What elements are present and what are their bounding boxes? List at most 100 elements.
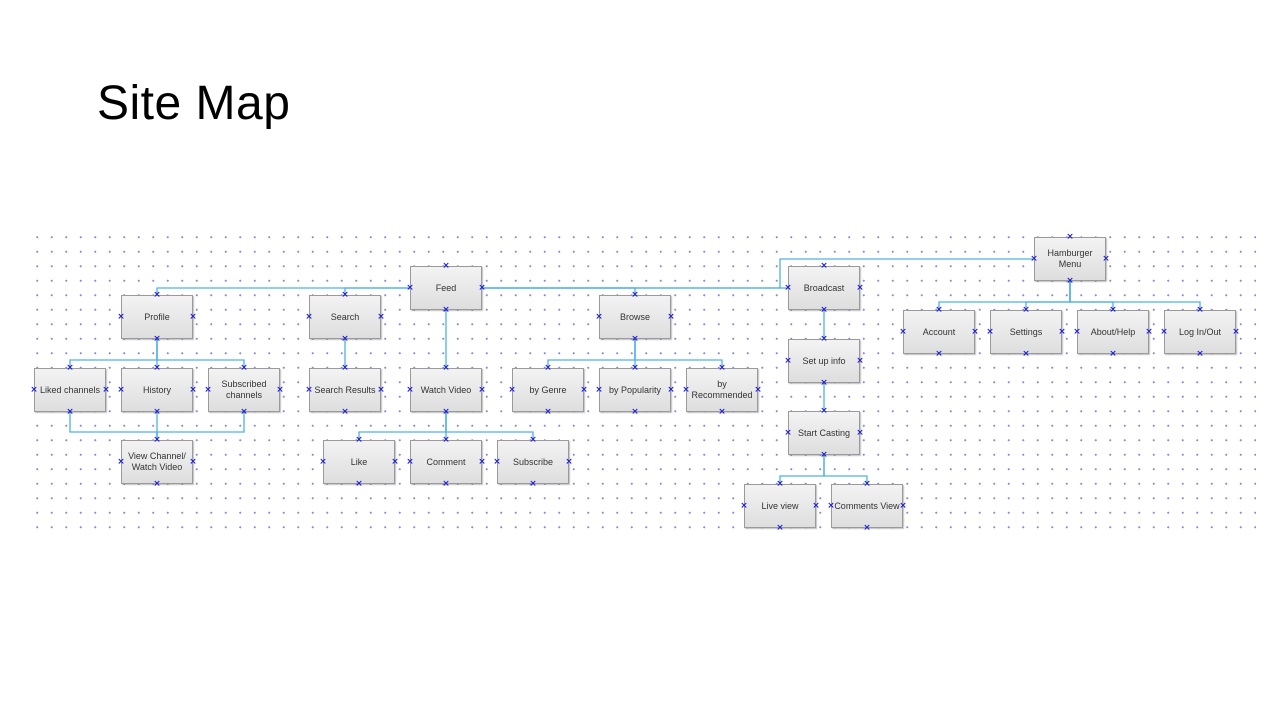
handle-left-icon[interactable]: ×	[493, 457, 501, 467]
node-feed[interactable]: Feed	[410, 266, 482, 310]
node-popularity[interactable]: by Popularity	[599, 368, 671, 412]
handle-right-icon[interactable]: ×	[1145, 327, 1153, 337]
handle-top-icon[interactable]: ×	[820, 406, 828, 416]
handle-left-icon[interactable]: ×	[1030, 254, 1038, 264]
handle-left-icon[interactable]: ×	[406, 283, 414, 293]
handle-bottom-icon[interactable]: ×	[1109, 349, 1117, 359]
handle-top-icon[interactable]: ×	[820, 334, 828, 344]
node-search[interactable]: Search	[309, 295, 381, 339]
handle-top-icon[interactable]: ×	[442, 363, 450, 373]
handle-top-icon[interactable]: ×	[1196, 305, 1204, 315]
handle-top-icon[interactable]: ×	[529, 435, 537, 445]
handle-right-icon[interactable]: ×	[189, 312, 197, 322]
handle-left-icon[interactable]: ×	[740, 501, 748, 511]
handle-right-icon[interactable]: ×	[478, 457, 486, 467]
handle-top-icon[interactable]: ×	[240, 363, 248, 373]
handle-right-icon[interactable]: ×	[856, 428, 864, 438]
handle-top-icon[interactable]: ×	[341, 290, 349, 300]
handle-bottom-icon[interactable]: ×	[820, 305, 828, 315]
handle-right-icon[interactable]: ×	[102, 385, 110, 395]
handle-left-icon[interactable]: ×	[117, 457, 125, 467]
node-searchresults[interactable]: Search Results	[309, 368, 381, 412]
handle-right-icon[interactable]: ×	[391, 457, 399, 467]
node-about[interactable]: About/Help	[1077, 310, 1149, 354]
handle-right-icon[interactable]: ×	[377, 312, 385, 322]
handle-bottom-icon[interactable]: ×	[442, 479, 450, 489]
handle-left-icon[interactable]: ×	[117, 385, 125, 395]
handle-right-icon[interactable]: ×	[189, 457, 197, 467]
handle-left-icon[interactable]: ×	[508, 385, 516, 395]
handle-top-icon[interactable]: ×	[442, 435, 450, 445]
handle-bottom-icon[interactable]: ×	[776, 523, 784, 533]
handle-right-icon[interactable]: ×	[971, 327, 979, 337]
handle-bottom-icon[interactable]: ×	[935, 349, 943, 359]
handle-top-icon[interactable]: ×	[1109, 305, 1117, 315]
handle-top-icon[interactable]: ×	[935, 305, 943, 315]
node-casting[interactable]: Start Casting	[788, 411, 860, 455]
handle-left-icon[interactable]: ×	[595, 385, 603, 395]
handle-bottom-icon[interactable]: ×	[442, 407, 450, 417]
handle-right-icon[interactable]: ×	[812, 501, 820, 511]
node-settings[interactable]: Settings	[990, 310, 1062, 354]
node-account[interactable]: Account	[903, 310, 975, 354]
handle-right-icon[interactable]: ×	[856, 283, 864, 293]
handle-top-icon[interactable]: ×	[776, 479, 784, 489]
handle-right-icon[interactable]: ×	[478, 283, 486, 293]
handle-right-icon[interactable]: ×	[899, 501, 907, 511]
handle-right-icon[interactable]: ×	[856, 356, 864, 366]
handle-top-icon[interactable]: ×	[66, 363, 74, 373]
handle-right-icon[interactable]: ×	[667, 312, 675, 322]
handle-left-icon[interactable]: ×	[682, 385, 690, 395]
handle-top-icon[interactable]: ×	[820, 261, 828, 271]
handle-bottom-icon[interactable]: ×	[1196, 349, 1204, 359]
handle-top-icon[interactable]: ×	[355, 435, 363, 445]
node-liveview[interactable]: Live view	[744, 484, 816, 528]
handle-right-icon[interactable]: ×	[580, 385, 588, 395]
handle-bottom-icon[interactable]: ×	[820, 378, 828, 388]
node-browse[interactable]: Browse	[599, 295, 671, 339]
handle-bottom-icon[interactable]: ×	[442, 305, 450, 315]
handle-left-icon[interactable]: ×	[204, 385, 212, 395]
handle-bottom-icon[interactable]: ×	[820, 450, 828, 460]
handle-left-icon[interactable]: ×	[784, 428, 792, 438]
handle-right-icon[interactable]: ×	[667, 385, 675, 395]
handle-top-icon[interactable]: ×	[544, 363, 552, 373]
handle-left-icon[interactable]: ×	[406, 385, 414, 395]
node-commentsview[interactable]: Comments View	[831, 484, 903, 528]
handle-left-icon[interactable]: ×	[827, 501, 835, 511]
handle-left-icon[interactable]: ×	[305, 385, 313, 395]
node-profile[interactable]: Profile	[121, 295, 193, 339]
handle-left-icon[interactable]: ×	[784, 356, 792, 366]
handle-left-icon[interactable]: ×	[30, 385, 38, 395]
handle-bottom-icon[interactable]: ×	[718, 407, 726, 417]
handle-bottom-icon[interactable]: ×	[1066, 276, 1074, 286]
node-genre[interactable]: by Genre	[512, 368, 584, 412]
handle-bottom-icon[interactable]: ×	[341, 407, 349, 417]
handle-top-icon[interactable]: ×	[631, 363, 639, 373]
node-hamburger[interactable]: Hamburger Menu	[1034, 237, 1106, 281]
handle-right-icon[interactable]: ×	[276, 385, 284, 395]
node-watchvideo[interactable]: Watch Video	[410, 368, 482, 412]
node-liked[interactable]: Liked channels	[34, 368, 106, 412]
handle-left-icon[interactable]: ×	[1160, 327, 1168, 337]
handle-right-icon[interactable]: ×	[189, 385, 197, 395]
handle-left-icon[interactable]: ×	[595, 312, 603, 322]
handle-bottom-icon[interactable]: ×	[1022, 349, 1030, 359]
handle-top-icon[interactable]: ×	[153, 435, 161, 445]
node-login[interactable]: Log In/Out	[1164, 310, 1236, 354]
node-subscribed[interactable]: Subscribed channels	[208, 368, 280, 412]
node-recommended[interactable]: by Recommended	[686, 368, 758, 412]
handle-bottom-icon[interactable]: ×	[66, 407, 74, 417]
node-subscribe[interactable]: Subscribe	[497, 440, 569, 484]
handle-right-icon[interactable]: ×	[565, 457, 573, 467]
handle-left-icon[interactable]: ×	[117, 312, 125, 322]
handle-left-icon[interactable]: ×	[986, 327, 994, 337]
handle-bottom-icon[interactable]: ×	[355, 479, 363, 489]
handle-right-icon[interactable]: ×	[478, 385, 486, 395]
handle-top-icon[interactable]: ×	[863, 479, 871, 489]
handle-bottom-icon[interactable]: ×	[544, 407, 552, 417]
handle-right-icon[interactable]: ×	[1102, 254, 1110, 264]
handle-top-icon[interactable]: ×	[1066, 232, 1074, 242]
handle-bottom-icon[interactable]: ×	[863, 523, 871, 533]
handle-left-icon[interactable]: ×	[1073, 327, 1081, 337]
